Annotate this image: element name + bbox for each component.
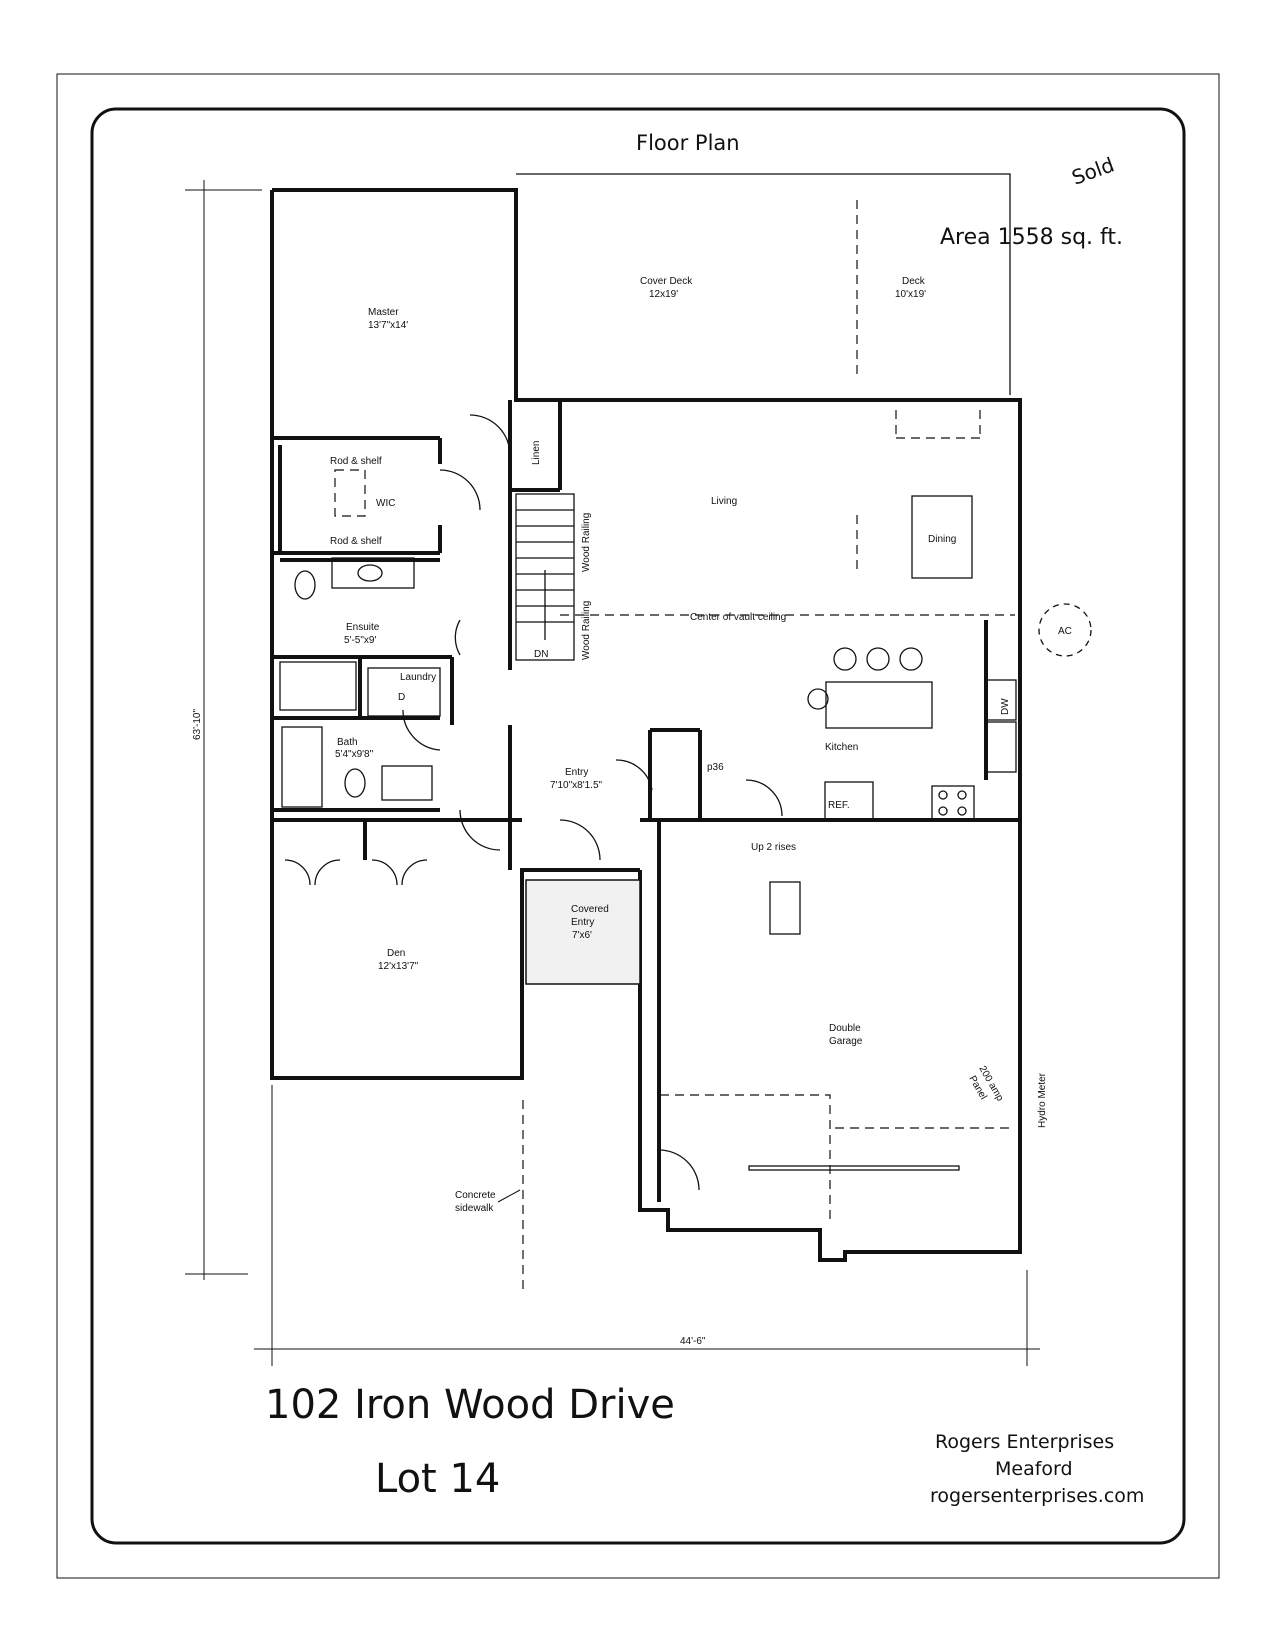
den-label: Den	[387, 948, 405, 959]
hydro-meter-label: Hydro Meter	[1037, 1072, 1048, 1128]
area-label: Area 1558 sq. ft.	[940, 225, 1123, 250]
ensuite-size: 5'-5"x9'	[344, 635, 376, 646]
company-town: Meaford	[995, 1458, 1073, 1480]
wic-label: WIC	[376, 498, 395, 509]
covered-entry-label-2: Entry	[571, 917, 594, 928]
master-size: 13'7"x14'	[368, 320, 408, 331]
ac-label: AC	[1058, 626, 1072, 637]
den-size: 12'x13'7"	[378, 961, 419, 972]
up-rises-label: Up 2 rises	[751, 842, 796, 853]
deck-label: Deck	[902, 276, 926, 287]
covered-entry-pad	[525, 879, 641, 985]
ref-label: REF.	[828, 800, 850, 811]
interior-walls	[272, 400, 988, 872]
door-swings	[284, 414, 783, 1191]
bath-size: 5'4"x9'8"	[335, 749, 374, 760]
plan-notes: Wood Railing Wood Railing DN Center of v…	[455, 513, 1072, 1214]
depth-dimension: 63'-10"	[192, 709, 203, 740]
sold-stamp: Sold	[1069, 152, 1118, 189]
ensuite-label: Ensuite	[346, 622, 380, 633]
laundry-label: Laundry	[400, 672, 436, 683]
entry-label: Entry	[565, 767, 588, 778]
sidewalk-label-1: Concrete	[455, 1190, 496, 1201]
stairs	[515, 493, 575, 661]
covered-entry-size: 7'x6'	[572, 930, 592, 941]
width-dimension: 44'-6"	[680, 1336, 706, 1347]
wood-railing-lower: Wood Railing	[581, 601, 592, 660]
dryer-label: D	[398, 692, 405, 703]
fixtures	[279, 495, 1092, 1171]
wic-rod-shelf-bottom: Rod & shelf	[330, 536, 382, 547]
kitchen-label: Kitchen	[825, 742, 858, 753]
garage-label-1: Double	[829, 1023, 861, 1034]
outer-frame	[56, 73, 1220, 1579]
garage-label-2: Garage	[829, 1036, 863, 1047]
address-title: 102 Iron Wood Drive	[265, 1382, 675, 1428]
entry-size: 7'10"x8'1.5"	[550, 780, 603, 791]
wood-railing-upper: Wood Railing	[581, 513, 592, 572]
dw-label: DW	[1000, 698, 1011, 715]
living-label: Living	[711, 496, 737, 507]
vault-ceiling-note: Center of vault ceiling	[690, 612, 786, 623]
cover-deck-size: 12x19'	[649, 289, 678, 300]
exterior-walls	[270, 188, 1022, 1262]
stairs-dn-label: DN	[534, 649, 548, 660]
room-labels: Master 13'7"x14' Cover Deck 12x19' Deck …	[330, 276, 1011, 1047]
pantry-label: p36	[707, 762, 724, 773]
company-website: rogersenterprises.com	[930, 1485, 1144, 1507]
master-label: Master	[368, 307, 399, 318]
linen-label: Linen	[531, 441, 542, 465]
cover-deck-label: Cover Deck	[640, 276, 693, 287]
dashed-lines	[334, 200, 1015, 1290]
lot-title: Lot 14	[375, 1456, 500, 1502]
deck-outline	[516, 173, 1011, 395]
wic-rod-shelf-top: Rod & shelf	[330, 456, 382, 467]
covered-entry-label-1: Covered	[571, 904, 609, 915]
plan-title: Floor Plan	[636, 131, 740, 155]
sidewalk-label-2: sidewalk	[455, 1203, 494, 1214]
deck-size: 10'x19'	[895, 289, 926, 300]
dining-label: Dining	[928, 534, 956, 545]
company-name: Rogers Enterprises	[935, 1431, 1114, 1453]
inner-frame	[90, 107, 1186, 1545]
bath-label: Bath	[337, 737, 358, 748]
sidewalk-leader	[497, 1189, 521, 1203]
